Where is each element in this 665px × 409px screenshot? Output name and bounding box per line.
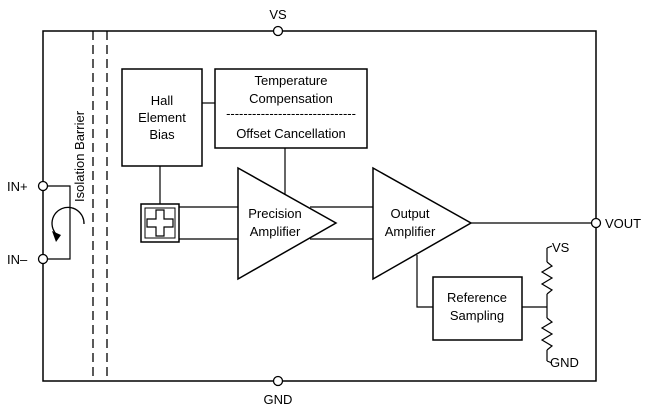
hall-element-icon xyxy=(140,203,180,243)
vout-pin-label: VOUT xyxy=(605,216,641,231)
temp-comp-offset-block xyxy=(214,68,368,149)
temp-comp-label-1: Temperature xyxy=(255,73,328,88)
hall-bias-label-1: Hall xyxy=(151,93,174,108)
offset-cancellation-label: Offset Cancellation xyxy=(236,126,346,141)
magnetic-field-arrowhead xyxy=(52,231,61,242)
in-minus-pin xyxy=(37,253,49,265)
isolation-barrier-label: Isolation Barrier xyxy=(72,110,87,202)
vout-pin xyxy=(590,217,602,229)
output-amplifier-block xyxy=(372,166,473,281)
device-outline xyxy=(42,30,597,382)
temp-comp-separator: ------------------------------ xyxy=(226,106,356,121)
hall-bias-label-3: Bias xyxy=(149,127,175,142)
hall-element-bias-block xyxy=(121,68,203,167)
gnd-pin-label: GND xyxy=(264,392,293,407)
in-minus-label: IN– xyxy=(7,252,28,267)
magnetic-field-arc xyxy=(51,206,85,236)
precision-amp-label-1: Precision xyxy=(248,206,301,221)
ref-sampling-label-2: Sampling xyxy=(450,308,504,323)
vs-pin-label: VS xyxy=(269,7,287,22)
output-amp-label-2: Amplifier xyxy=(385,224,436,239)
divider-vs-label: VS xyxy=(552,240,570,255)
ref-sampling-label-1: Reference xyxy=(447,290,507,305)
precision-amp-label-2: Amplifier xyxy=(250,224,301,239)
hall-bias-label-2: Element xyxy=(138,110,186,125)
outamp-to-ref-wire xyxy=(416,255,433,308)
gnd-pin xyxy=(272,375,284,387)
current-path-wire xyxy=(47,185,71,260)
resistor-divider-icon xyxy=(540,245,554,364)
in-plus-label: IN+ xyxy=(7,179,28,194)
output-amp-label-1: Output xyxy=(390,206,429,221)
precision-amplifier-block xyxy=(237,166,338,281)
vs-pin xyxy=(272,25,284,37)
reference-sampling-block xyxy=(432,276,523,341)
divider-gnd-label: GND xyxy=(550,355,579,370)
in-plus-pin xyxy=(37,180,49,192)
temp-comp-label-2: Compensation xyxy=(249,91,333,106)
